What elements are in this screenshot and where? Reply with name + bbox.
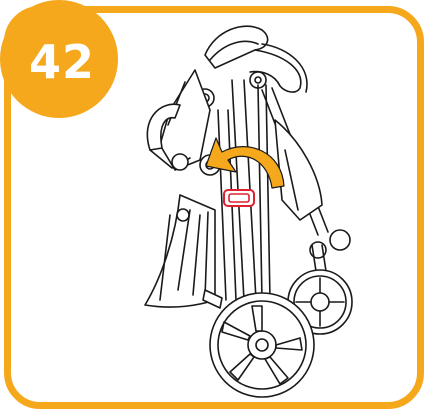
red-fold-lock-icon: [224, 190, 254, 206]
fold-direction-arrow-icon: [206, 138, 284, 188]
